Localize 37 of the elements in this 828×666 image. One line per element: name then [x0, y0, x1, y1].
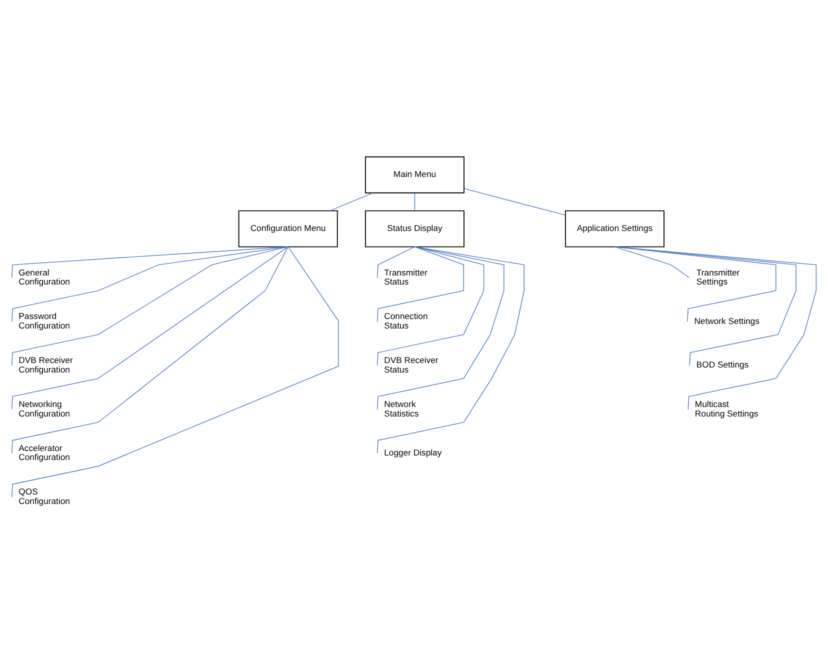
node-text: DVB Receiver Configuration — [18, 354, 73, 374]
connector — [614, 246, 796, 366]
node-text: General Configuration — [18, 266, 70, 286]
node-text: BOD Settings — [696, 359, 749, 370]
node-text: Network Settings — [694, 315, 760, 326]
node-text: Connection Status — [384, 310, 428, 330]
connector — [11, 246, 288, 366]
node-text: Accelerator Configuration — [18, 442, 70, 462]
connector — [11, 246, 288, 278]
connector — [376, 246, 504, 410]
connector — [614, 246, 776, 322]
node-text: QOS Configuration — [18, 486, 70, 506]
node-text: Transmitter Status — [384, 266, 428, 286]
node-text: Logger Display — [384, 447, 442, 458]
node-box: Application Settings — [564, 210, 664, 247]
connector — [376, 246, 464, 322]
connector — [11, 246, 339, 498]
connector — [330, 192, 374, 211]
node-text: Password Configuration — [18, 310, 70, 330]
connector — [376, 246, 484, 366]
node-text: DVB Receiver Status — [384, 354, 438, 374]
node-box: Main Menu — [364, 156, 464, 193]
connector — [376, 246, 416, 278]
connector — [414, 192, 416, 210]
connector — [376, 246, 524, 454]
connector — [614, 246, 817, 410]
connector — [11, 246, 288, 410]
node-text: Network Statistics — [384, 398, 419, 418]
connector — [464, 188, 566, 215]
node-box: Status Display — [364, 210, 464, 247]
node-text: Transmitter Settings — [696, 266, 740, 286]
connector — [614, 246, 690, 278]
node-box: Configuration Menu — [238, 210, 338, 247]
node-text: Multicast Routing Settings — [694, 398, 758, 418]
node-text: Networking Configuration — [18, 398, 70, 418]
connector — [11, 246, 288, 322]
connector — [11, 246, 288, 454]
